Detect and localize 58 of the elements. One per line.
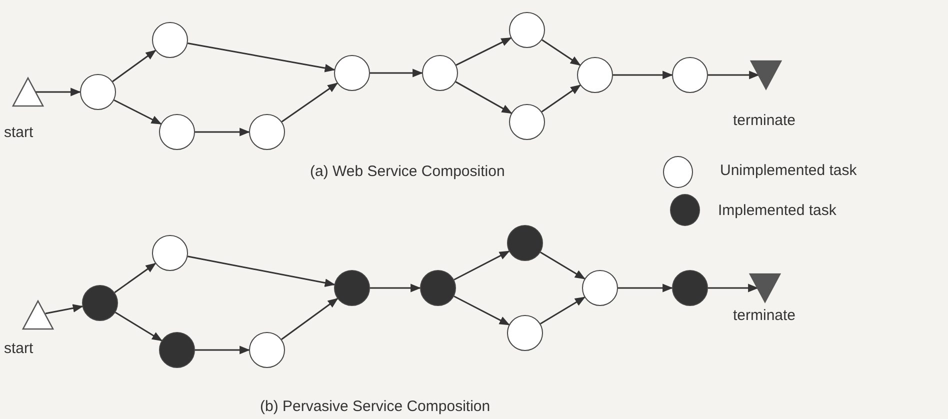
task-circle (152, 22, 188, 58)
arrow (45, 304, 84, 314)
arrow (540, 252, 586, 280)
legend-label: Unimplemented task (720, 162, 857, 179)
task-circle (509, 12, 545, 48)
task-dot (82, 285, 118, 321)
arrow (370, 68, 424, 78)
task-dot (420, 270, 456, 306)
task-circle (249, 114, 285, 150)
task-circle (159, 114, 195, 150)
arrow (540, 296, 586, 324)
start-triangle (23, 301, 53, 329)
arrow (708, 70, 760, 80)
arrow (542, 39, 581, 66)
node-caption: terminate (733, 307, 796, 324)
arrow (541, 84, 582, 112)
figure-caption: (a) Web Service Composition (310, 163, 505, 180)
task-dot (334, 270, 370, 306)
arrow (112, 50, 156, 82)
arrow (618, 284, 674, 292)
end-triangle (751, 61, 781, 89)
arrow (456, 37, 512, 66)
arrow (454, 250, 510, 280)
node-caption: start (4, 124, 34, 141)
task-circle (152, 235, 188, 271)
figure-caption: (b) Pervasive Service Composition (260, 398, 490, 415)
arrow (188, 42, 336, 72)
start-triangle (13, 78, 43, 106)
arrow (281, 298, 338, 340)
node-caption: terminate (733, 112, 796, 129)
task-dot (507, 225, 543, 261)
task-circle (509, 104, 545, 140)
task-circle (80, 74, 116, 110)
arrow (195, 346, 250, 354)
arrow (195, 128, 250, 136)
task-circle (582, 270, 618, 306)
arrow (114, 99, 162, 125)
task-circle (672, 57, 708, 93)
node-caption: start (4, 340, 34, 357)
arrow (708, 284, 759, 292)
arrow (281, 82, 338, 122)
arrow (370, 284, 422, 292)
arrow (36, 88, 82, 96)
task-dot (159, 332, 195, 368)
task-circle (334, 55, 370, 91)
arrow (114, 312, 163, 342)
arrow (454, 296, 510, 326)
arrow (188, 256, 336, 287)
end-triangle (750, 274, 780, 302)
task-dot (672, 270, 708, 306)
task-circle (577, 57, 613, 93)
arrow (613, 70, 674, 80)
task-circle (507, 315, 543, 351)
arrow (114, 262, 156, 294)
legend-label: Implemented task (718, 202, 836, 219)
task-circle (422, 55, 458, 91)
task-circle (249, 332, 285, 368)
arrow (455, 81, 512, 114)
